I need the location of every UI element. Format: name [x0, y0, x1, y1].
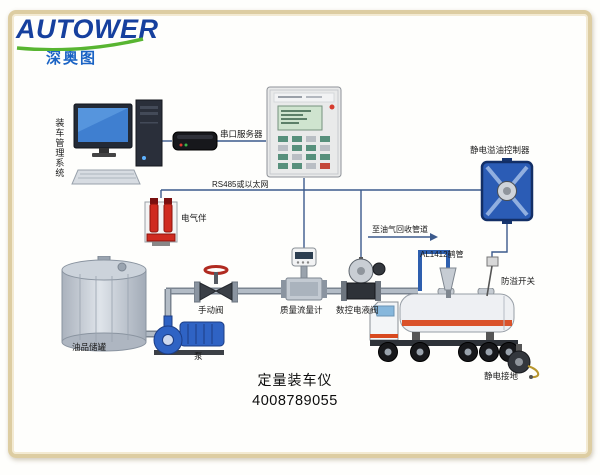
truck-wheels [378, 342, 519, 362]
mass-flow-meter [281, 246, 327, 306]
logo: AUTOWER 深奥图 [16, 16, 159, 68]
vapor-recovery-label: 至油气回收管道 [372, 225, 428, 234]
overflow-switch-probe [486, 256, 499, 297]
vapor-recovery-line [368, 233, 438, 241]
signal-wires [160, 140, 508, 259]
pump-device [150, 312, 228, 356]
grounding-cable [527, 365, 540, 379]
truck-window [373, 305, 395, 317]
static-grounding-label: 静电接地 [484, 371, 519, 381]
static-overflow-controller-label: 静电溢油控制器 [470, 145, 530, 155]
product-title: 定量装车仪 [257, 372, 333, 388]
oil-storage-tank [60, 255, 148, 354]
grounding-reel [500, 344, 540, 380]
control-valve [334, 257, 388, 305]
manual-valve-label: 手动阀 [198, 305, 224, 315]
monitor [73, 103, 133, 157]
pc-tower [135, 99, 163, 167]
pump-label: 泵 [194, 351, 203, 361]
keyboard [71, 169, 141, 185]
loading-arm-label: AL1412鹤管 [420, 250, 464, 259]
controller-indicator-led [329, 104, 335, 110]
network-label: RS485或以太网 [212, 180, 269, 189]
loading-arm [418, 250, 450, 291]
footer: 定量装车仪 4008789055 [205, 370, 385, 409]
electric-heater-label: 电气伴 [181, 213, 207, 223]
logo-brand: AUTOWER [16, 14, 159, 44]
loading-funnel [439, 267, 457, 291]
logo-swoosh-icon [16, 37, 144, 51]
flow-meter-display [295, 252, 313, 259]
overflow-switch-label: 防溢开关 [501, 276, 536, 286]
electric-heater-device [144, 196, 178, 248]
static-overflow-controller-box [480, 158, 534, 224]
serial-server-label: 串口服务器 [220, 129, 263, 139]
batch-controller [266, 86, 342, 178]
oil-tank-label: 油品储罐 [72, 342, 107, 352]
mass-flow-meter-label: 质量流量计 [280, 305, 323, 315]
computer-workstation [70, 98, 180, 188]
controller-keypad [278, 136, 330, 169]
logo-subtitle: 深奥图 [46, 50, 98, 67]
control-valve-label: 数控电液阀 [336, 305, 379, 315]
controller-screen [277, 105, 323, 131]
management-system-label: 装车管理系统 [54, 118, 65, 178]
serial-server-device [172, 128, 218, 154]
phone-number: 4008789055 [252, 393, 338, 409]
manual-valve [193, 264, 239, 306]
